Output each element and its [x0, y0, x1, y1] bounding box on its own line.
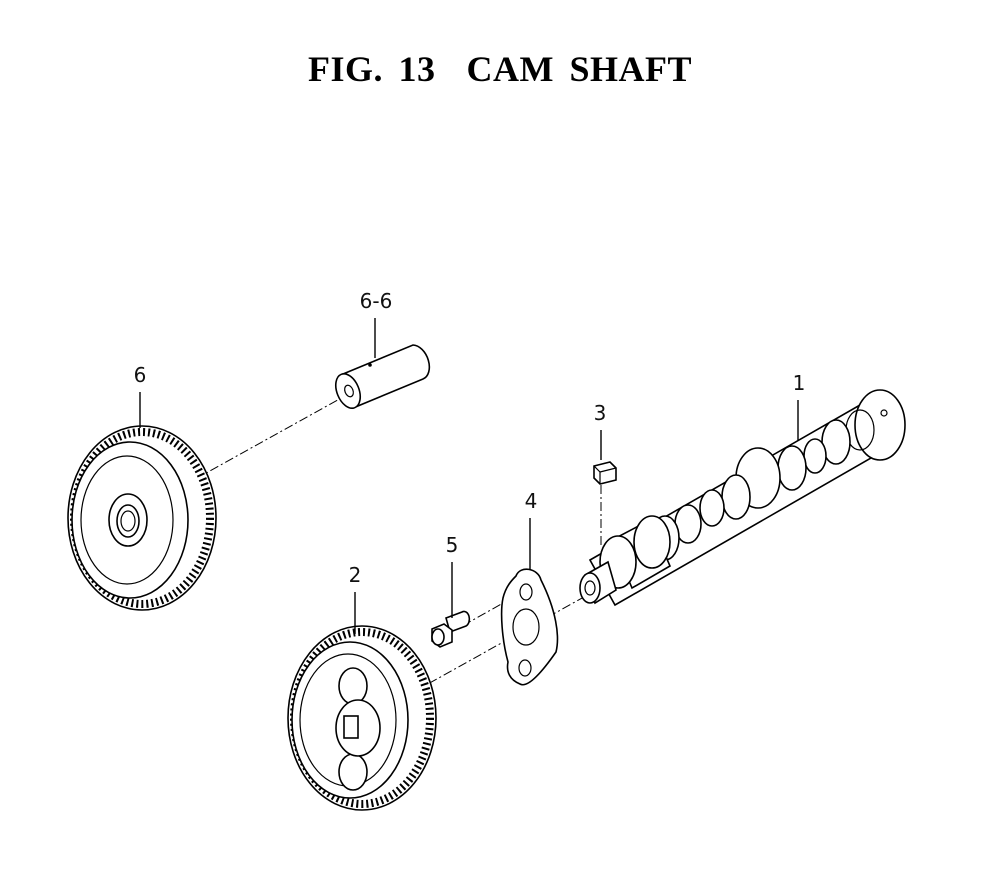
callout-1: 1: [793, 371, 806, 395]
part-4-plate: [500, 568, 559, 686]
part-6-gear: [67, 425, 217, 611]
part-6-6-pin: [334, 344, 431, 410]
callout-6: 6: [134, 363, 147, 387]
part-2-gear: [287, 625, 437, 811]
callout-3: 3: [594, 401, 607, 425]
callouts: 6-6 6 1 3 4 5 2: [134, 289, 806, 634]
callout-2: 2: [349, 563, 362, 587]
callout-4: 4: [525, 489, 538, 513]
part-5-bolt: [431, 610, 471, 648]
callout-6-6: 6-6: [360, 289, 393, 313]
part-3-key: [593, 461, 617, 485]
callout-5: 5: [446, 533, 459, 557]
part-1-camshaft: [579, 389, 906, 607]
figure-title: FIG. 13 CAM SHAFT: [308, 49, 692, 89]
